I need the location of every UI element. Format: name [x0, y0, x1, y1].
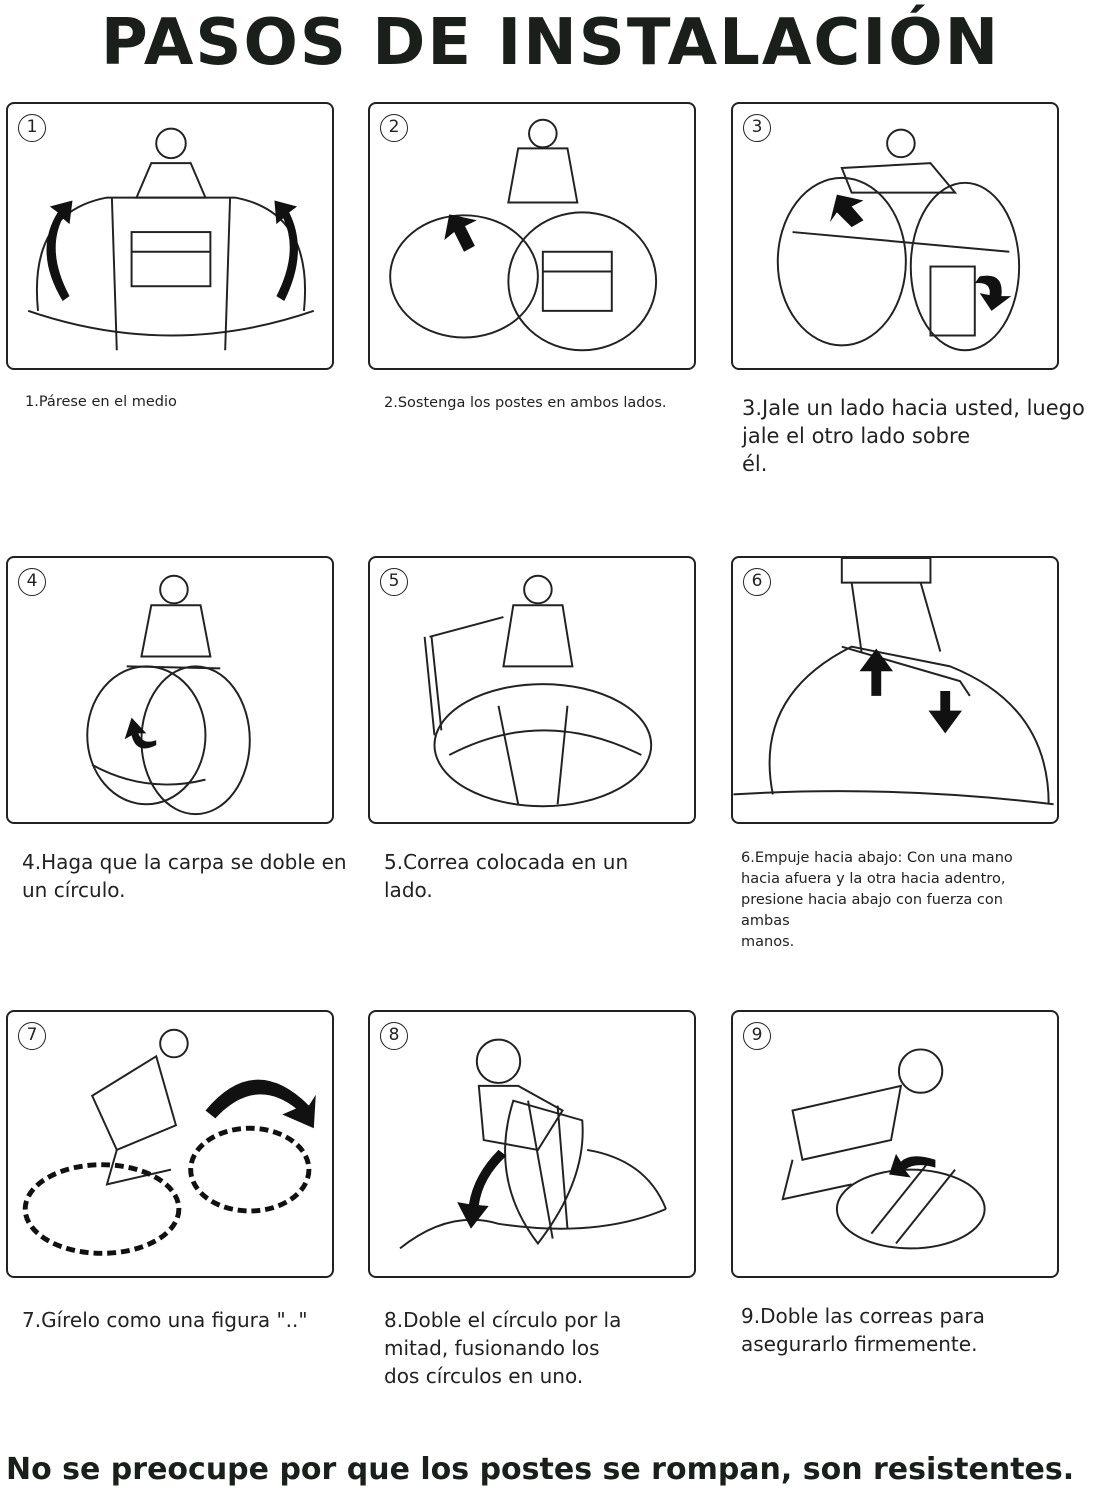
step-5-panel: 5 [368, 556, 696, 824]
step-6-panel: 6 [731, 556, 1059, 824]
step-1-number: 1 [18, 114, 46, 142]
step-9-caption: 9.Doble las correas para asegurarlo firm… [741, 1304, 985, 1356]
step-6-illustration [733, 558, 1054, 806]
step-8-panel: 8 [368, 1010, 696, 1278]
step-9-number: 9 [743, 1022, 771, 1050]
step-5-caption: 5.Correa colocada en un lado. [384, 850, 629, 902]
step-8-illustration [399, 1038, 667, 1250]
step-4-number: 4 [18, 568, 46, 596]
step-3-illustration [776, 128, 1021, 352]
step-1-caption: 1.Párese en el medio [25, 394, 177, 410]
step-3-panel: 3 [731, 102, 1059, 370]
step-2-caption: 2.Sostenga los postes en ambos lados. [384, 395, 667, 411]
step-9-panel: 9 [731, 1010, 1059, 1278]
step-6-number: 6 [743, 568, 771, 596]
step-5-number: 5 [380, 568, 408, 596]
step-1-panel: 1 [6, 102, 334, 370]
step-8-number: 8 [380, 1022, 408, 1050]
page-title: PASOS DE INSTALACIÓN [100, 6, 1001, 80]
step-9-illustration [781, 1048, 986, 1250]
step-5-illustration [423, 574, 653, 808]
step-7-illustration [22, 1028, 316, 1256]
step-7-caption: 7.Gírelo como una figura ".." [22, 1308, 308, 1332]
step-8-caption: 8.Doble el círculo por la mitad, fusiona… [384, 1308, 622, 1388]
footer-note: No se preocupe por que los postes se rom… [6, 1452, 1075, 1487]
step-4-panel: 4 [6, 556, 334, 824]
step-2-panel: 2 [368, 102, 696, 370]
step-3-number: 3 [743, 114, 771, 142]
step-4-illustration [86, 574, 251, 816]
step-3-caption: 3.Jale un lado hacia usted, luego jale e… [742, 396, 1085, 476]
step-1-illustration [27, 127, 315, 351]
step-7-number: 7 [18, 1022, 46, 1050]
step-4-caption: 4.Haga que la carpa se doble en un círcu… [22, 850, 347, 902]
step-7-panel: 7 [6, 1010, 334, 1278]
step-6-caption: 6.Empuje hacia abajo: Con una mano hacia… [741, 850, 1013, 950]
step-2-number: 2 [380, 114, 408, 142]
step-2-illustration [389, 118, 658, 352]
